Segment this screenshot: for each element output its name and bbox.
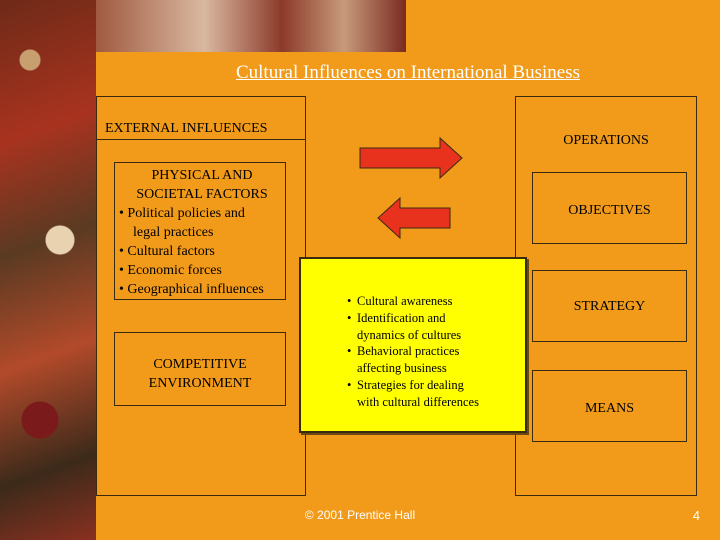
list-item: legal practices — [133, 225, 214, 240]
objectives-box: OBJECTIVES — [532, 172, 687, 244]
tapestry-image-top — [96, 0, 406, 52]
list-item: • Political policies and — [119, 206, 245, 221]
external-influences-header: EXTERNAL INFLUENCES — [96, 96, 306, 140]
cultural-awareness-callout: •Cultural awareness •Identification and … — [299, 257, 527, 433]
physical-societal-factors-box: PHYSICAL AND SOCIETAL FACTORS • Politica… — [114, 162, 286, 300]
right-arrow-icon — [359, 136, 463, 180]
list-item: • Strategies for dealing — [347, 377, 525, 394]
physical-title-line1: PHYSICAL AND — [151, 168, 253, 183]
strategy-box: STRATEGY — [532, 270, 687, 342]
list-item: with cultural differences — [357, 394, 479, 409]
callout-text: Behavioral practices — [357, 344, 460, 359]
physical-factors-list: • Political policies and legal practices… — [119, 204, 285, 299]
callout-text: Cultural awareness — [357, 294, 453, 308]
page-number: 4 — [692, 508, 700, 523]
bullet: • — [347, 310, 352, 325]
callout-text: Identification and — [357, 310, 446, 325]
flow-arrows — [359, 136, 463, 240]
list-item: • Identification and — [347, 310, 525, 327]
tapestry-image — [0, 0, 96, 540]
competitive-environment-box: COMPETITIVE ENVIRONMENT — [114, 332, 286, 406]
left-arrow-icon — [377, 196, 451, 240]
list-item: dynamics of cultures — [357, 327, 462, 342]
bullet: • — [347, 377, 352, 392]
physical-title-line2: SOCIETAL FACTORS — [136, 187, 268, 202]
list-item: • Cultural factors — [119, 244, 215, 259]
callout-text: Strategies for dealing — [357, 377, 464, 392]
list-item: • Geographical influences — [119, 282, 264, 297]
list-item: • Economic forces — [119, 263, 222, 278]
competitive-line1: COMPETITIVE — [153, 357, 247, 372]
list-item: affecting business — [357, 361, 447, 376]
means-box: MEANS — [532, 370, 687, 442]
bullet: • — [347, 344, 352, 359]
competitive-line2: ENVIRONMENT — [148, 376, 252, 391]
slide-title: Cultural Influences on International Bus… — [235, 62, 581, 83]
operations-header: OPERATIONS — [563, 133, 649, 148]
callout-list: •Cultural awareness •Identification and … — [347, 293, 525, 411]
copyright-footer: © 2001 Prentice Hall — [304, 508, 416, 522]
bullet: • — [347, 294, 352, 308]
list-item: • Cultural awareness — [347, 293, 525, 310]
list-item: • Behavioral practices — [347, 343, 525, 360]
